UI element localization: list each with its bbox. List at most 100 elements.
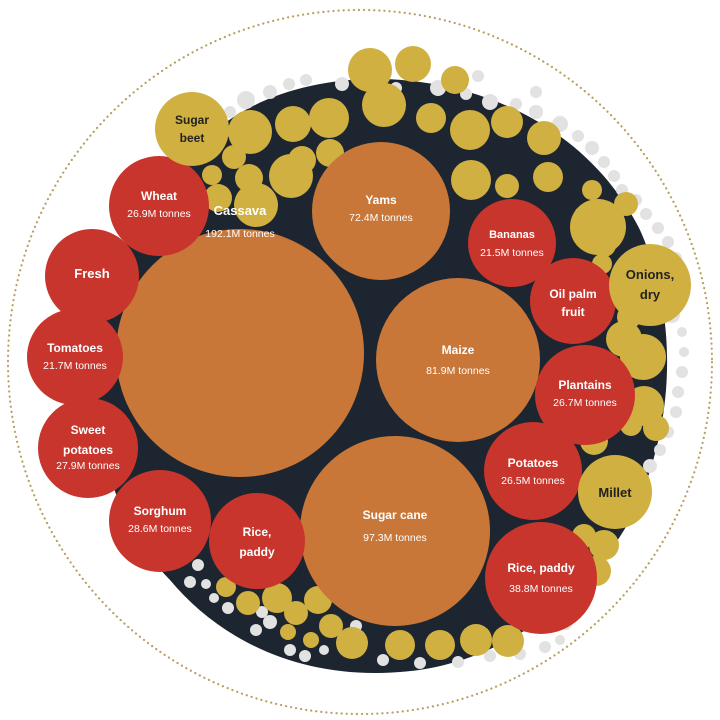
minor-crop-bubble xyxy=(184,576,196,588)
bubble-value-label: 21.5M tonnes xyxy=(480,247,544,259)
bubble-name-label: Sweet xyxy=(71,423,106,437)
minor-crop-bubble xyxy=(236,591,260,615)
minor-crop-bubble xyxy=(643,415,669,441)
minor-crop-bubble xyxy=(284,644,296,656)
minor-crop-bubble xyxy=(670,406,682,418)
minor-crop-bubble xyxy=(204,184,232,212)
minor-crop-bubble xyxy=(336,627,368,659)
bubble-name-label: Yams xyxy=(365,193,397,207)
minor-crop-bubble xyxy=(280,624,296,640)
bubble-value-label: 38.8M tonnes xyxy=(509,583,573,595)
bubble-value-label: 72.4M tonnes xyxy=(349,212,413,224)
bubble-name-label: Rice, xyxy=(243,525,272,539)
bubble-value-label: 21.7M tonnes xyxy=(43,360,107,372)
minor-crop-bubble xyxy=(299,650,311,662)
minor-crop-bubble xyxy=(533,162,563,192)
minor-crop-bubble xyxy=(269,154,313,198)
bubble-16 xyxy=(155,92,229,166)
minor-crop-bubble xyxy=(472,70,484,82)
minor-crop-bubble xyxy=(228,110,272,154)
minor-crop-bubble xyxy=(482,94,498,110)
minor-crop-bubble xyxy=(234,183,278,227)
bubble-name-label: Cassava xyxy=(214,203,268,218)
minor-crop-bubble xyxy=(303,632,319,648)
bubble-6 xyxy=(109,470,211,572)
minor-crop-bubble xyxy=(250,624,262,636)
bubble-name-label: fruit xyxy=(561,305,584,319)
minor-crop-bubble xyxy=(589,530,619,560)
minor-crop-bubble xyxy=(676,366,688,378)
bubbles-layer xyxy=(27,46,691,669)
bubble-8 xyxy=(109,156,209,256)
bubble-name-label: paddy xyxy=(239,545,275,559)
minor-crop-bubble xyxy=(373,85,393,105)
minor-crop-bubble xyxy=(539,641,551,653)
bubble-name-label: Bananas xyxy=(489,229,535,241)
minor-crop-bubble xyxy=(283,78,295,90)
outer-dotted-ring xyxy=(6,8,714,716)
minor-crop-bubble xyxy=(425,630,455,660)
minor-crop-bubble xyxy=(414,657,426,669)
minor-crop-bubble xyxy=(572,130,584,142)
bubble-15 xyxy=(209,493,305,589)
bubble-13 xyxy=(45,229,139,323)
bubble-name-label: Sorghum xyxy=(134,504,187,518)
minor-crop-bubble xyxy=(592,233,616,257)
minor-crop-bubble xyxy=(527,121,561,155)
minor-crop-bubble xyxy=(202,165,222,185)
minor-crop-bubble xyxy=(256,606,268,618)
minor-crop-bubble xyxy=(362,83,406,127)
bubble-name-label: Wheat xyxy=(141,189,177,203)
bubble-name-label: Tomatoes xyxy=(47,341,103,355)
minor-crop-bubble xyxy=(284,601,308,625)
minor-crop-bubble xyxy=(530,86,542,98)
minor-crop-bubble xyxy=(209,593,219,603)
minor-crop-bubble xyxy=(672,386,684,398)
bubble-value-label: 26.5M tonnes xyxy=(501,475,565,487)
bubble-name-label: Millet xyxy=(598,485,632,500)
bubble-7 xyxy=(38,398,138,498)
minor-crop-bubble xyxy=(555,635,565,645)
bubble-name-label: dry xyxy=(640,287,661,302)
minor-crop-bubble xyxy=(385,630,415,660)
bubble-2 xyxy=(300,436,490,626)
bubble-value-label: 192.1M tonnes xyxy=(205,228,274,240)
bubble-name-label: Potatoes xyxy=(508,456,559,470)
minor-crop-bubble xyxy=(216,577,236,597)
minor-crop-bubble xyxy=(662,236,674,248)
minor-crop-bubble xyxy=(450,110,490,150)
minor-crop-bubble xyxy=(262,583,292,613)
minor-crop-bubble xyxy=(598,156,610,168)
bubble-name-label: Sugar xyxy=(175,113,209,127)
minor-crop-bubble xyxy=(654,444,666,456)
bubble-3 xyxy=(376,278,540,442)
minor-crop-bubble xyxy=(192,559,204,571)
bubble-11 xyxy=(27,309,123,405)
minor-crop-bubble xyxy=(224,106,236,118)
bubble-name-label: Plantains xyxy=(558,378,612,392)
bubble-18 xyxy=(578,455,652,529)
bubble-value-label: 97.3M tonnes xyxy=(363,532,427,544)
minor-crop-bubble xyxy=(377,654,389,666)
minor-crop-bubble xyxy=(348,48,392,92)
minor-crop-bubble xyxy=(529,105,543,119)
minor-crop-bubble xyxy=(510,98,522,110)
minor-crop-bubble xyxy=(652,222,664,234)
minor-crop-bubble xyxy=(263,615,277,629)
minor-crop-bubble xyxy=(222,602,234,614)
bubble-value-label: 81.9M tonnes xyxy=(426,365,490,377)
minor-crop-bubble xyxy=(582,180,602,200)
bubble-17 xyxy=(609,244,691,326)
minor-crop-bubble xyxy=(395,46,431,82)
minor-crop-bubble xyxy=(222,145,246,169)
minor-crop-bubble xyxy=(263,85,277,99)
bubble-value-label: 27.9M tonnes xyxy=(56,460,120,472)
bubble-name-label: Rice, paddy xyxy=(507,561,575,575)
minor-crop-bubble xyxy=(620,334,666,380)
minor-crop-bubble xyxy=(451,160,491,200)
bubble-value-label: 26.7M tonnes xyxy=(553,397,617,409)
minor-crop-bubble xyxy=(679,347,689,357)
minor-crop-bubble xyxy=(585,141,599,155)
bubble-5 xyxy=(485,522,597,634)
